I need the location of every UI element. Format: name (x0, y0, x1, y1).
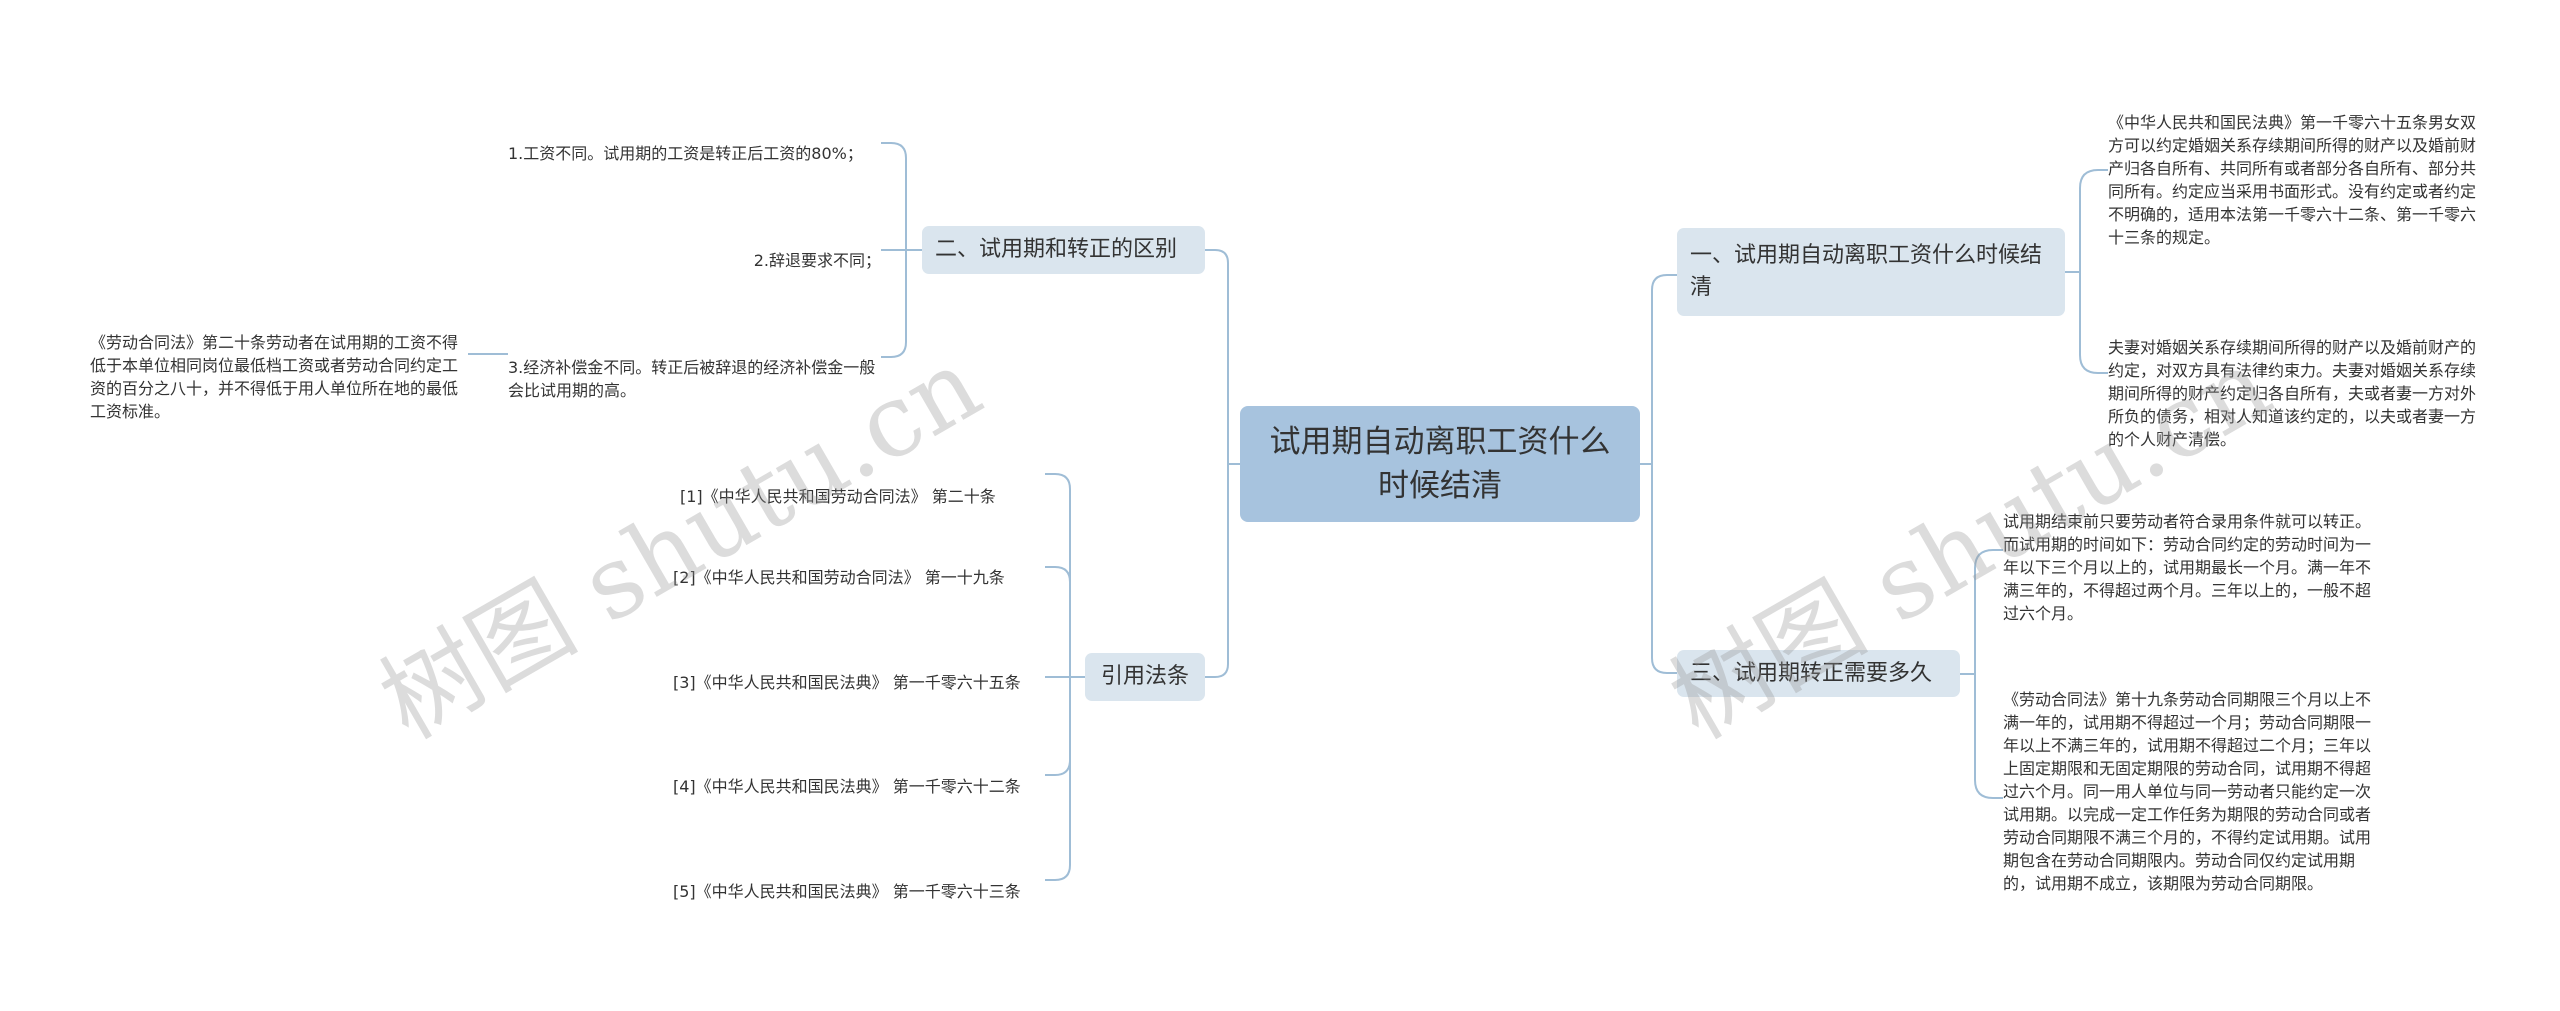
leaf-text: [3]《中华人民共和国民法典》 第一千零六十五条 (673, 673, 1021, 692)
leaf-text: 试用期结束前只要劳动者符合录用条件就可以转正。而试用期的时间如下：劳动合同约定的… (2003, 512, 2372, 623)
leaf-labor-contract-law-19[interactable]: 《劳动合同法》第十九条劳动合同期限三个月以上不满一年的，试用期不得超过一个月；劳… (2003, 665, 2375, 895)
link-root-b3 (1640, 463, 1677, 674)
link-b4-leaf1 (1045, 473, 1085, 678)
leaf-economic-compensation[interactable]: 3.经济补偿金不同。转正后被辞退的经济补偿金一般会比试用期的高。 (508, 333, 881, 402)
leaf-citation-2[interactable]: [2]《中华人民共和国劳动合同法》 第一十九条 (673, 543, 1045, 589)
leaf-property-agreement[interactable]: 夫妻对婚姻关系存续期间所得的财产以及婚前财产的约定，对双方具有法律约束力。夫妻对… (2108, 313, 2486, 451)
link-b2-leaf1 (881, 142, 922, 251)
leaf-citation-4[interactable]: [4]《中华人民共和国民法典》 第一千零六十二条 (673, 752, 1045, 798)
leaf-labor-contract-law-20[interactable]: 《劳动合同法》第二十条劳动者在试用期的工资不得低于本单位相同岗位最低档工资或者劳… (90, 308, 465, 423)
leaf-text: [1]《中华人民共和国劳动合同法》 第二十条 (680, 487, 996, 506)
root-topic-label: 试用期自动离职工资什么时候结清 (1269, 424, 1611, 504)
link-root-b2 (1205, 249, 1240, 465)
link-b3-leaf2 (1960, 673, 2003, 799)
leaf-text: 《中华人民共和国民法典》第一千零六十五条男女双方可以约定婚姻关系存续期间所得的财… (2108, 113, 2477, 247)
leaf-text: 夫妻对婚姻关系存续期间所得的财产以及婚前财产的约定，对双方具有法律约束力。夫妻对… (2108, 338, 2477, 449)
branch-probation-duration[interactable]: 三、试用期转正需要多久 (1677, 650, 1960, 697)
branch-auto-resign-salary[interactable]: 一、试用期自动离职工资什么时候结清 (1677, 228, 2065, 316)
leaf-civil-code-1065[interactable]: 《中华人民共和国民法典》第一千零六十五条男女双方可以约定婚姻关系存续期间所得的财… (2108, 88, 2486, 249)
root-topic[interactable]: 试用期自动离职工资什么时候结清 (1240, 406, 1640, 522)
leaf-text: 2.辞退要求不同； (753, 251, 881, 270)
leaf-text: [4]《中华人民共和国民法典》 第一千零六十二条 (673, 777, 1021, 796)
leaf-text: 3.经济补偿金不同。转正后被辞退的经济补偿金一般会比试用期的高。 (508, 358, 876, 400)
leaf-text: 《劳动合同法》第十九条劳动合同期限三个月以上不满一年的，试用期不得超过一个月；劳… (2003, 690, 2372, 893)
branch-label: 一、试用期自动离职工资什么时候结清 (1690, 243, 2043, 300)
leaf-text: [2]《中华人民共和国劳动合同法》 第一十九条 (673, 568, 1005, 587)
link-b4-leaf2 (1045, 566, 1085, 678)
branch-label: 三、试用期转正需要多久 (1690, 660, 1933, 686)
leaf-citation-5[interactable]: [5]《中华人民共和国民法典》 第一千零六十三条 (673, 857, 1045, 903)
link-b1-leaf1 (2065, 169, 2108, 273)
link-root-b4 (1205, 463, 1240, 678)
branch-cited-laws[interactable]: 引用法条 (1085, 653, 1205, 701)
leaf-citation-1[interactable]: [1]《中华人民共和国劳动合同法》 第二十条 (680, 462, 1045, 508)
leaf-probation-conversion[interactable]: 试用期结束前只要劳动者符合录用条件就可以转正。而试用期的时间如下：劳动合同约定的… (2003, 487, 2375, 625)
leaf-text: [5]《中华人民共和国民法典》 第一千零六十三条 (673, 882, 1021, 901)
leaf-text: 《劳动合同法》第二十条劳动者在试用期的工资不得低于本单位相同岗位最低档工资或者劳… (90, 333, 459, 421)
leaf-salary-difference[interactable]: 1.工资不同。试用期的工资是转正后工资的80%； (508, 119, 881, 165)
link-b4-leaf4 (1045, 676, 1085, 776)
link-root-b1 (1640, 274, 1677, 465)
leaf-citation-3[interactable]: [3]《中华人民共和国民法典》 第一千零六十五条 (673, 648, 1045, 694)
leaf-text: 1.工资不同。试用期的工资是转正后工资的80%； (508, 144, 863, 163)
link-b2-leaf3 (881, 249, 922, 358)
branch-probation-vs-regular[interactable]: 二、试用期和转正的区别 (922, 226, 1205, 274)
link-b1-leaf2 (2065, 271, 2108, 374)
link-b3-leaf1 (1960, 549, 2003, 675)
branch-label: 引用法条 (1100, 664, 1189, 689)
link-b4-leaf5 (1045, 676, 1085, 881)
leaf-dismissal-requirements[interactable]: 2.辞退要求不同； (508, 226, 881, 272)
branch-label: 二、试用期和转正的区别 (935, 237, 1178, 262)
